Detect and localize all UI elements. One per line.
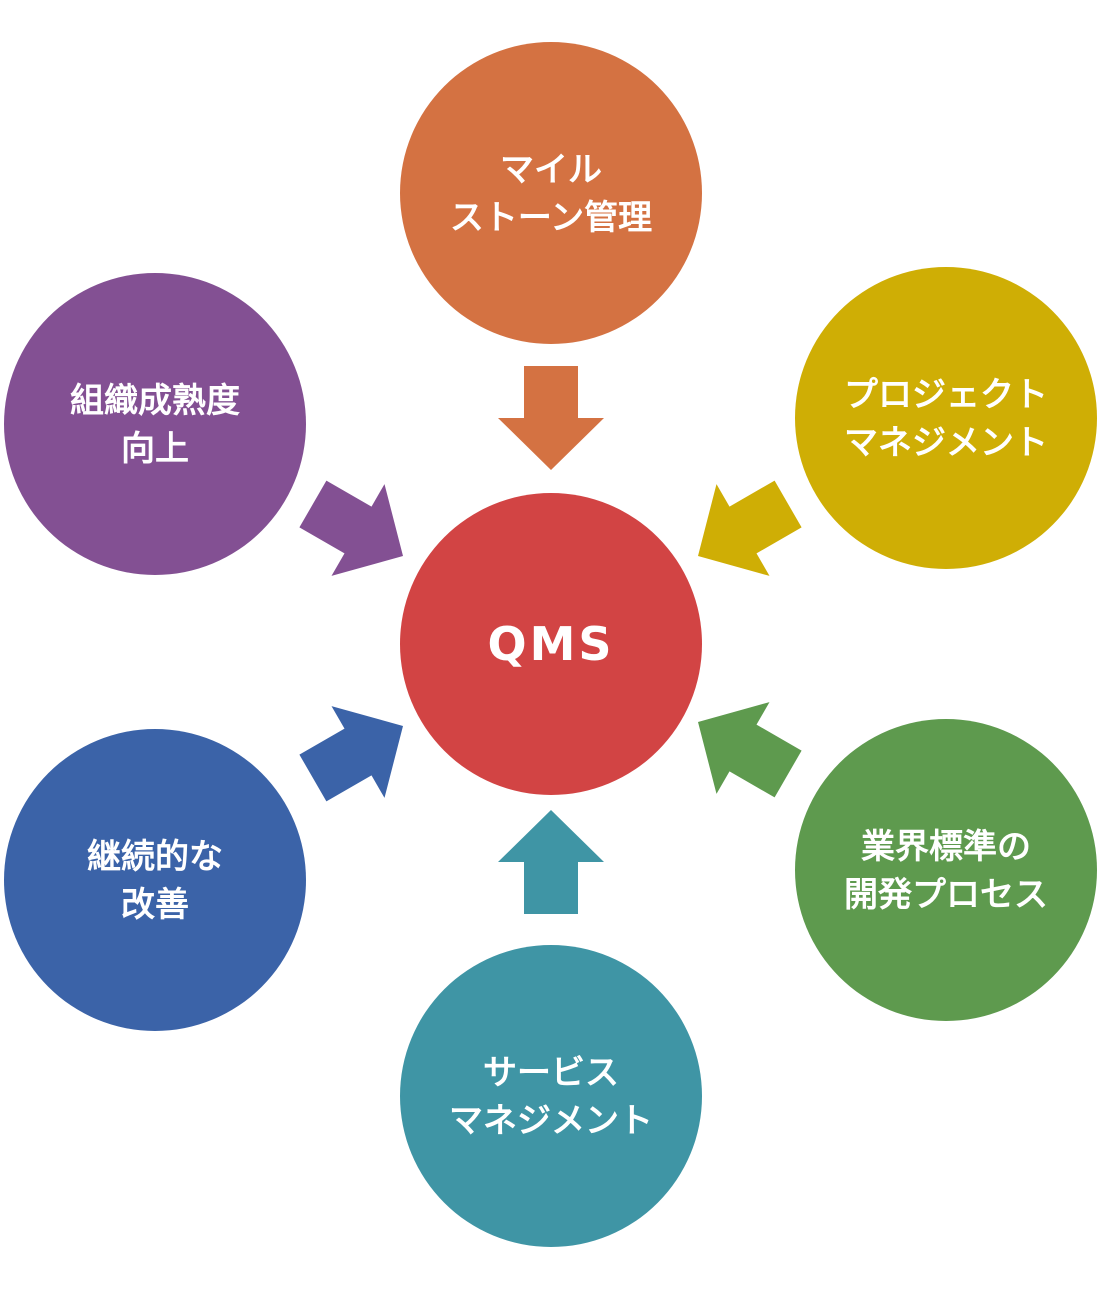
circle-center-qms xyxy=(400,493,702,795)
arrow-maturity xyxy=(299,480,403,576)
label-service: サービスマネジメント xyxy=(449,1053,653,1141)
circle-improvement xyxy=(4,729,306,1031)
label-milestone: マイルストーン管理 xyxy=(450,150,652,238)
label-project: プロジェクトマネジメント xyxy=(844,375,1048,463)
arrow-milestone xyxy=(498,366,604,470)
arrow-standard xyxy=(698,702,802,798)
label-standard-line-2: 開発プロセス xyxy=(844,875,1048,915)
label-milestone-line-1: マイル xyxy=(500,150,602,190)
arrow-service xyxy=(498,810,604,914)
circle-maturity xyxy=(4,273,306,575)
label-improvement: 継続的な改善 xyxy=(87,837,223,925)
label-standard: 業界標準の開発プロセス xyxy=(844,827,1048,915)
arrow-project xyxy=(698,480,802,576)
label-center-qms: QMS xyxy=(487,617,614,671)
label-maturity-line-1: 組織成熟度 xyxy=(70,381,240,421)
circle-project xyxy=(795,267,1097,569)
arrows-group xyxy=(299,366,802,914)
circle-milestone xyxy=(400,42,702,344)
circle-standard xyxy=(795,719,1097,1021)
label-standard-line-1: 業界標準の xyxy=(861,827,1031,867)
label-maturity-line-2: 向上 xyxy=(121,429,189,469)
label-milestone-line-2: ストーン管理 xyxy=(450,198,652,238)
circles-group: マイルストーン管理プロジェクトマネジメント業界標準の開発プロセスサービスマネジメ… xyxy=(4,42,1097,1247)
label-improvement-line-1: 継続的な xyxy=(87,837,223,877)
circle-service xyxy=(400,945,702,1247)
label-service-line-1: サービス xyxy=(483,1053,619,1093)
arrow-improvement xyxy=(299,706,403,802)
label-project-line-2: マネジメント xyxy=(844,423,1048,463)
label-project-line-1: プロジェクト xyxy=(844,375,1048,415)
label-maturity: 組織成熟度向上 xyxy=(70,381,240,469)
label-service-line-2: マネジメント xyxy=(449,1101,653,1141)
label-improvement-line-2: 改善 xyxy=(121,885,189,925)
